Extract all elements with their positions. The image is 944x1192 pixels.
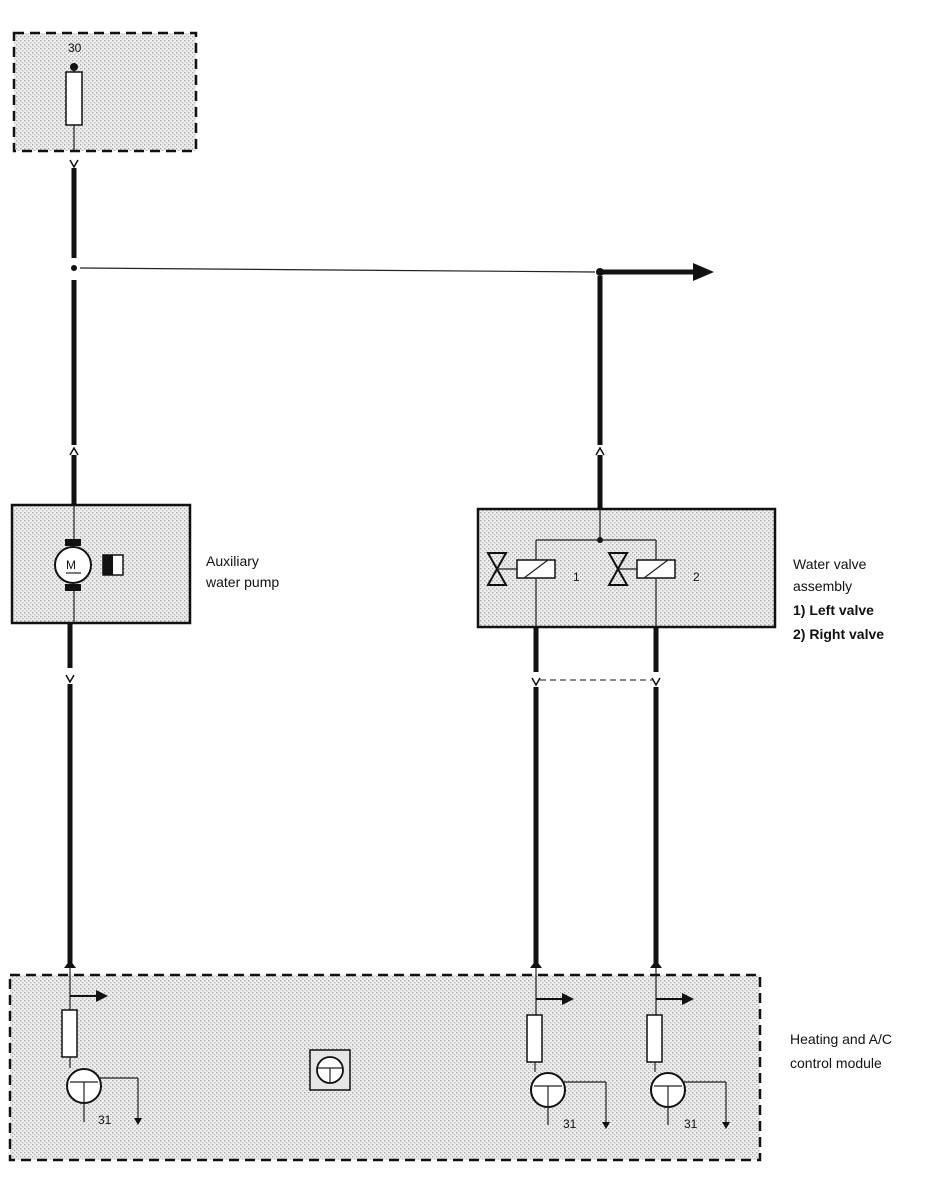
branch-wire-right (79, 263, 714, 509)
module-sensor-icon (309, 1049, 351, 1091)
ground-label-b: 31 (563, 1117, 577, 1131)
ground-label-a: 31 (98, 1113, 112, 1127)
module-label-line2: control module (790, 1055, 882, 1071)
module-channel-pump: 31 (61, 960, 142, 1127)
module-channel-left-valve: 31 (526, 960, 610, 1131)
valve-marker-1: 1 (573, 570, 580, 584)
fuse-icon (65, 71, 83, 126)
motor-icon (54, 546, 92, 584)
valve-label-line2: assembly (793, 578, 852, 594)
valve-marker-2: 2 (693, 570, 700, 584)
ground-icon (602, 1122, 610, 1129)
ground-icon (722, 1122, 730, 1129)
ground-icon (134, 1118, 142, 1125)
wire-valves-to-module (531, 627, 661, 968)
valve-item-right: 2) Right valve (793, 626, 884, 642)
arrow-right-icon (693, 263, 714, 281)
pump-label-line2: water pump (205, 574, 279, 590)
terminal-30-label: 30 (68, 41, 82, 55)
pump-box: M (10, 503, 192, 625)
wire-fuse-to-pump (69, 159, 79, 505)
valve-2-icon (607, 552, 629, 586)
control-module-box: 31 31 (8, 960, 762, 1162)
valve-label-line1: Water valve (793, 556, 867, 572)
valve-1-icon (486, 552, 508, 586)
pump-label-line1: Auxiliary (206, 553, 259, 569)
motor-letter: M (66, 558, 76, 572)
valve-item-left: 1) Left valve (793, 602, 874, 618)
wire-pump-to-module (65, 623, 75, 968)
module-channel-right-valve: 31 (646, 960, 730, 1131)
valve-box: 1 2 (476, 507, 777, 629)
module-label-line1: Heating and A/C (790, 1031, 892, 1047)
ground-label-c: 31 (684, 1117, 698, 1131)
fuse-box-top: 30 (12, 31, 198, 153)
